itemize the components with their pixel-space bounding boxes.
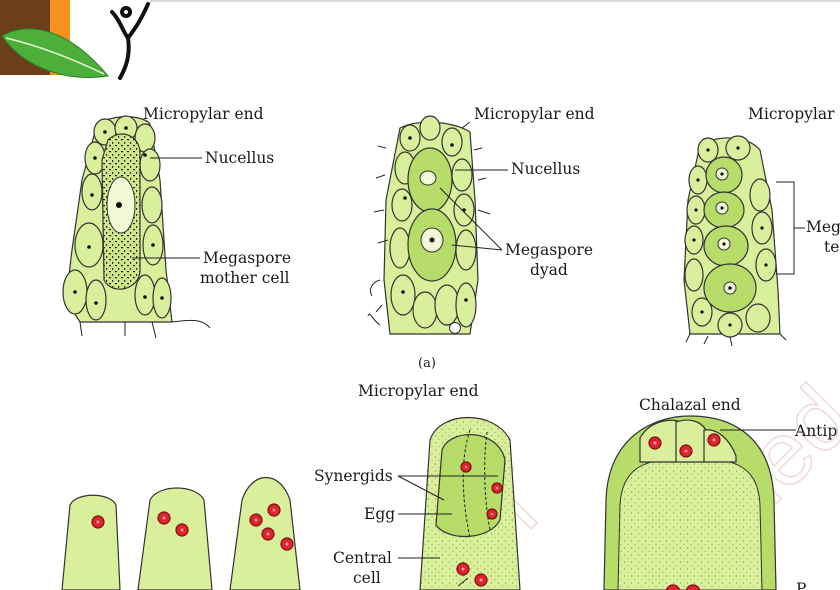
diagram-megaspore-tetrad bbox=[683, 135, 805, 347]
label-central-1: Central bbox=[333, 549, 392, 567]
label-tetrad-1: Mega bbox=[806, 218, 840, 236]
diagram-eight-nucleate bbox=[229, 476, 301, 590]
diagram-megaspore-dyad bbox=[367, 115, 508, 335]
label-bottom-right: P bbox=[796, 580, 806, 590]
header-logo bbox=[0, 0, 840, 80]
label-nucellus-a: Nucellus bbox=[205, 149, 274, 167]
label-chalazal-end: Chalazal end bbox=[639, 396, 741, 414]
label-micropylar-end-a: Micropylar end bbox=[143, 105, 264, 123]
label-antip: Antip bbox=[794, 422, 837, 440]
leaf-vein-icon bbox=[5, 37, 105, 75]
label-micropylar-end-d: Micropylar end bbox=[358, 382, 479, 400]
label-micropylar-c: Micropylar bbox=[748, 105, 835, 123]
label-nucellus-b: Nucellus bbox=[511, 160, 580, 178]
label-fig-a: (a) bbox=[418, 356, 436, 371]
diagram-chalazal-view bbox=[603, 415, 796, 590]
diagram-four-nucleate bbox=[137, 487, 213, 590]
label-megaspore-mother-1: Megaspore bbox=[203, 249, 291, 267]
diagram-mature-embryo-sac bbox=[397, 417, 521, 590]
label-dyad-1: Megaspore bbox=[505, 241, 593, 259]
label-egg: Egg bbox=[364, 505, 395, 523]
label-megaspore-mother-2: mother cell bbox=[200, 269, 290, 287]
label-synergids: Synergids bbox=[314, 467, 393, 485]
diagram-megaspore-mother-cell bbox=[62, 115, 211, 339]
label-tetrad-2: te bbox=[824, 238, 839, 256]
diagram-two-nucleate bbox=[61, 494, 121, 590]
figure-icon bbox=[110, 2, 150, 80]
label-micropylar-end-b: Micropylar end bbox=[474, 105, 595, 123]
label-central-2: cell bbox=[353, 569, 381, 587]
label-dyad-2: dyad bbox=[530, 261, 568, 279]
